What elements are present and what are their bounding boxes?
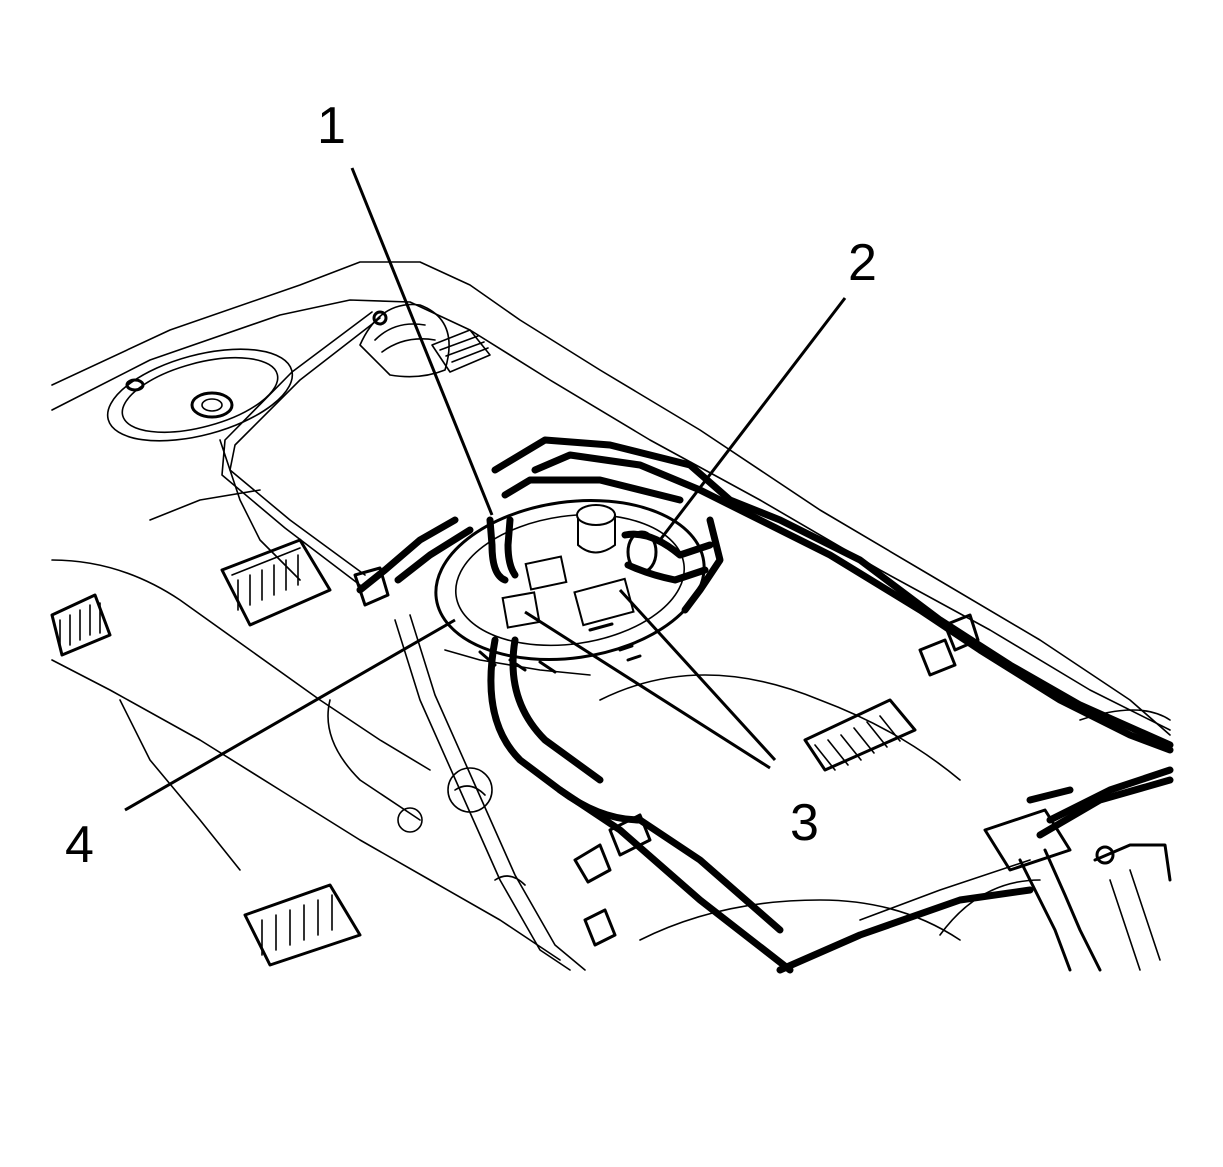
leader-line-3b <box>524 610 771 770</box>
vent-line <box>221 311 381 586</box>
ribbed-pad-left <box>220 538 332 627</box>
fuel-pump-module <box>434 499 706 676</box>
vent-line-quick-connector <box>621 530 714 584</box>
leader-line-3a <box>618 588 777 762</box>
ribbed-pad-top <box>431 329 491 373</box>
ribbed-pad-right <box>803 698 917 772</box>
callout-label-2: 2 <box>848 234 877 292</box>
fuel-feed-line-connector <box>486 516 519 584</box>
line-clips <box>353 566 980 947</box>
leader-line-2 <box>658 297 847 541</box>
right-hose-and-canister <box>983 808 1172 972</box>
tank-oval-port <box>106 348 294 442</box>
ribbed-pad-far-left <box>50 593 112 657</box>
tank-vent-dome <box>359 303 450 378</box>
callout-label-3: 3 <box>790 794 819 852</box>
ribbed-pad-bottom-left <box>243 883 362 967</box>
callout-label-4: 4 <box>65 816 94 874</box>
fuel-lines <box>356 436 1174 974</box>
leader-line-1 <box>350 167 494 516</box>
filler-rod <box>394 614 586 971</box>
leader-line-4 <box>124 618 456 812</box>
callout-label-1: 1 <box>317 97 346 155</box>
